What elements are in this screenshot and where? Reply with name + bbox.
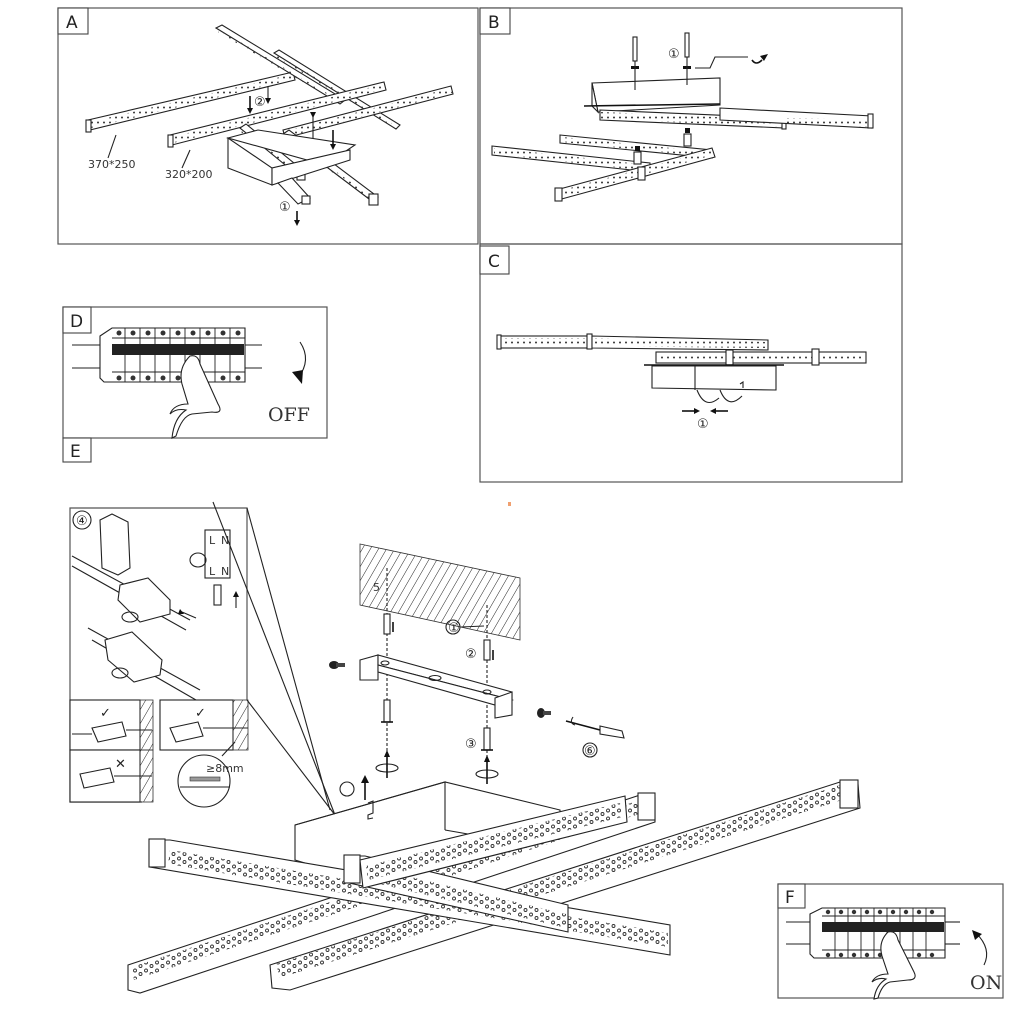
- step-marker-2: ②: [465, 647, 477, 662]
- led-bar-long-1: [85, 71, 296, 133]
- wire-label-n: N: [221, 565, 229, 578]
- step-marker-1: ①: [448, 621, 460, 636]
- panel-c: C ①: [479, 243, 903, 483]
- canopy-box: [651, 365, 777, 391]
- screwdriver-icon: [565, 716, 625, 739]
- mounting-screw: [631, 36, 639, 90]
- panel-f-frame: [777, 883, 1004, 999]
- step-marker: ①: [279, 200, 291, 215]
- leader-line: [246, 507, 331, 811]
- ceiling-lamp: [127, 779, 861, 994]
- panel-a-label-box: [57, 7, 89, 35]
- wire-loop: [719, 389, 743, 403]
- bar-end-cap: [148, 838, 166, 868]
- terminal-block-diagram: L N L N: [189, 529, 239, 608]
- led-bar-cross: [359, 795, 628, 889]
- dimension-label-long: 370*250: [88, 158, 136, 171]
- led-bar: [496, 333, 593, 350]
- bar-end-cap: [343, 854, 361, 884]
- panel-d-label: D: [70, 312, 83, 332]
- bracket-screw: [329, 661, 345, 669]
- circuit-breaker-panel: [786, 907, 960, 959]
- panel-e-label: E: [70, 442, 81, 462]
- led-bar: [655, 348, 867, 366]
- panel-d-frame: [62, 306, 328, 439]
- panel-c-label-box: [479, 245, 510, 275]
- step-marker: ①: [668, 47, 680, 62]
- wall-plug: [383, 613, 391, 635]
- leader-line: [181, 149, 191, 169]
- panel-a-frame: [57, 7, 479, 245]
- terminal-block-open: [71, 513, 197, 631]
- rotate-arrow-icon: [975, 932, 988, 966]
- panel-e-label-box: [62, 437, 92, 463]
- side-screw: [537, 708, 551, 718]
- leader-line: [107, 134, 117, 159]
- step-marker-5: 5: [373, 581, 380, 594]
- led-bar: [554, 147, 716, 202]
- step-marker-6: ⑥: [584, 744, 596, 759]
- bar-end-cap: [637, 792, 656, 821]
- panel-d-label-box: [62, 306, 92, 334]
- step-marker: ①: [697, 417, 709, 432]
- mounting-bracket: [359, 654, 515, 719]
- hand-icon: [169, 355, 221, 439]
- led-bar-mid-1: [167, 81, 387, 148]
- step-marker-3: ③: [465, 737, 477, 752]
- circuit-breaker-panel: [72, 327, 262, 383]
- panel-b: B ①: [479, 7, 903, 245]
- wire-loop: [696, 389, 720, 404]
- step-marker: ②: [254, 95, 266, 110]
- panel-b-label: B: [488, 13, 500, 33]
- switch-state-label: ON: [970, 972, 1002, 994]
- stray-mark: [508, 502, 511, 506]
- terminal-block-closed: [87, 627, 201, 701]
- switch-state-label: OFF: [268, 404, 310, 426]
- panel-b-label-box: [479, 7, 511, 35]
- rotate-arrow-icon: [751, 59, 763, 64]
- check-mark: ✓: [100, 706, 111, 721]
- panel-c-frame: [479, 243, 903, 483]
- cross-mark: ✕: [115, 757, 126, 772]
- hand-icon: [871, 931, 916, 1000]
- panel-c-label: C: [488, 252, 500, 272]
- ceiling-surface: [359, 543, 521, 641]
- wall-plug: [483, 639, 491, 661]
- screwdriver-path: [695, 56, 748, 69]
- wire-label-l: L: [209, 565, 216, 578]
- panel-f-label-box: [777, 883, 806, 909]
- panel-a: A: [57, 7, 479, 245]
- screw: [383, 699, 391, 723]
- panel-f: F ON: [777, 883, 1004, 1000]
- panel-f-label: F: [785, 888, 795, 908]
- mounting-screw: [683, 32, 691, 85]
- panel-a-label: A: [66, 13, 78, 33]
- detail-magnifier: [177, 754, 231, 808]
- check-mark: ✓: [195, 706, 206, 721]
- canopy-box: [225, 129, 357, 186]
- led-bar: [719, 107, 874, 129]
- step-marker-circle: [339, 781, 355, 797]
- wiring-detail-box: ④ L N L N ✓: [69, 507, 249, 808]
- mounting-bracket: [277, 177, 311, 205]
- dimension-label-short: 320*200: [165, 168, 213, 181]
- panel-d: D OFF: [62, 306, 328, 439]
- canopy-box: [583, 77, 721, 114]
- wire-label-n: N: [221, 534, 229, 547]
- strip-length-label: ≥8mm: [206, 762, 244, 775]
- panel-e: E: [62, 437, 92, 463]
- bar-end-cap: [839, 779, 859, 809]
- step-marker-4: ④: [76, 514, 88, 529]
- led-bar: [591, 335, 769, 351]
- leader-line: [246, 699, 336, 816]
- ceiling-mount-assembly: 5 ① ② ③: [329, 543, 625, 800]
- screw: [483, 727, 491, 751]
- led-bar-long: [269, 779, 861, 991]
- wire-label-l: L: [209, 534, 216, 547]
